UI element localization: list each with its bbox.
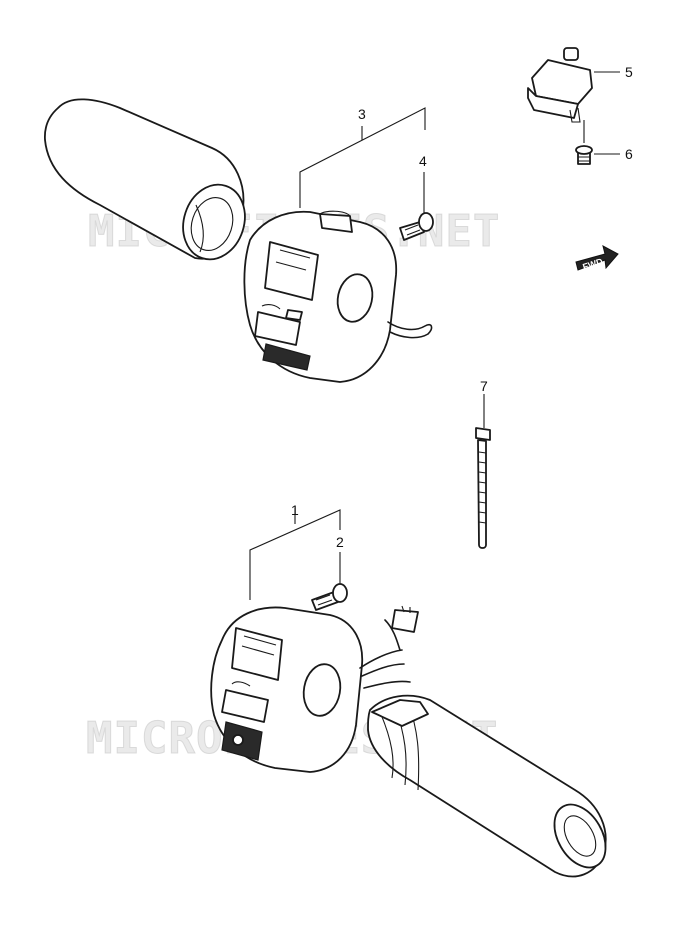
callout-4: 4 [419,153,427,169]
throttle-grip [367,694,607,878]
left-grip [44,98,246,261]
relay-part-5 [527,47,593,123]
screw-part-2 [311,583,348,611]
callout-5: 5 [625,64,633,80]
bolt-part-6 [575,145,593,165]
callout-6: 6 [625,146,633,162]
left-switch-assembly [210,605,419,773]
fwd-label: FWD [581,256,604,272]
callout-7: 7 [480,378,488,394]
cable-tie-part-7 [475,427,491,549]
screw-part-4 [399,212,434,241]
right-switch-assembly [243,210,433,383]
callout-1: 1 [291,502,299,518]
leader-lines [249,71,620,600]
callout-3: 3 [358,106,366,122]
fwd-arrow-icon: FWD [575,245,619,272]
callout-2: 2 [336,534,344,550]
